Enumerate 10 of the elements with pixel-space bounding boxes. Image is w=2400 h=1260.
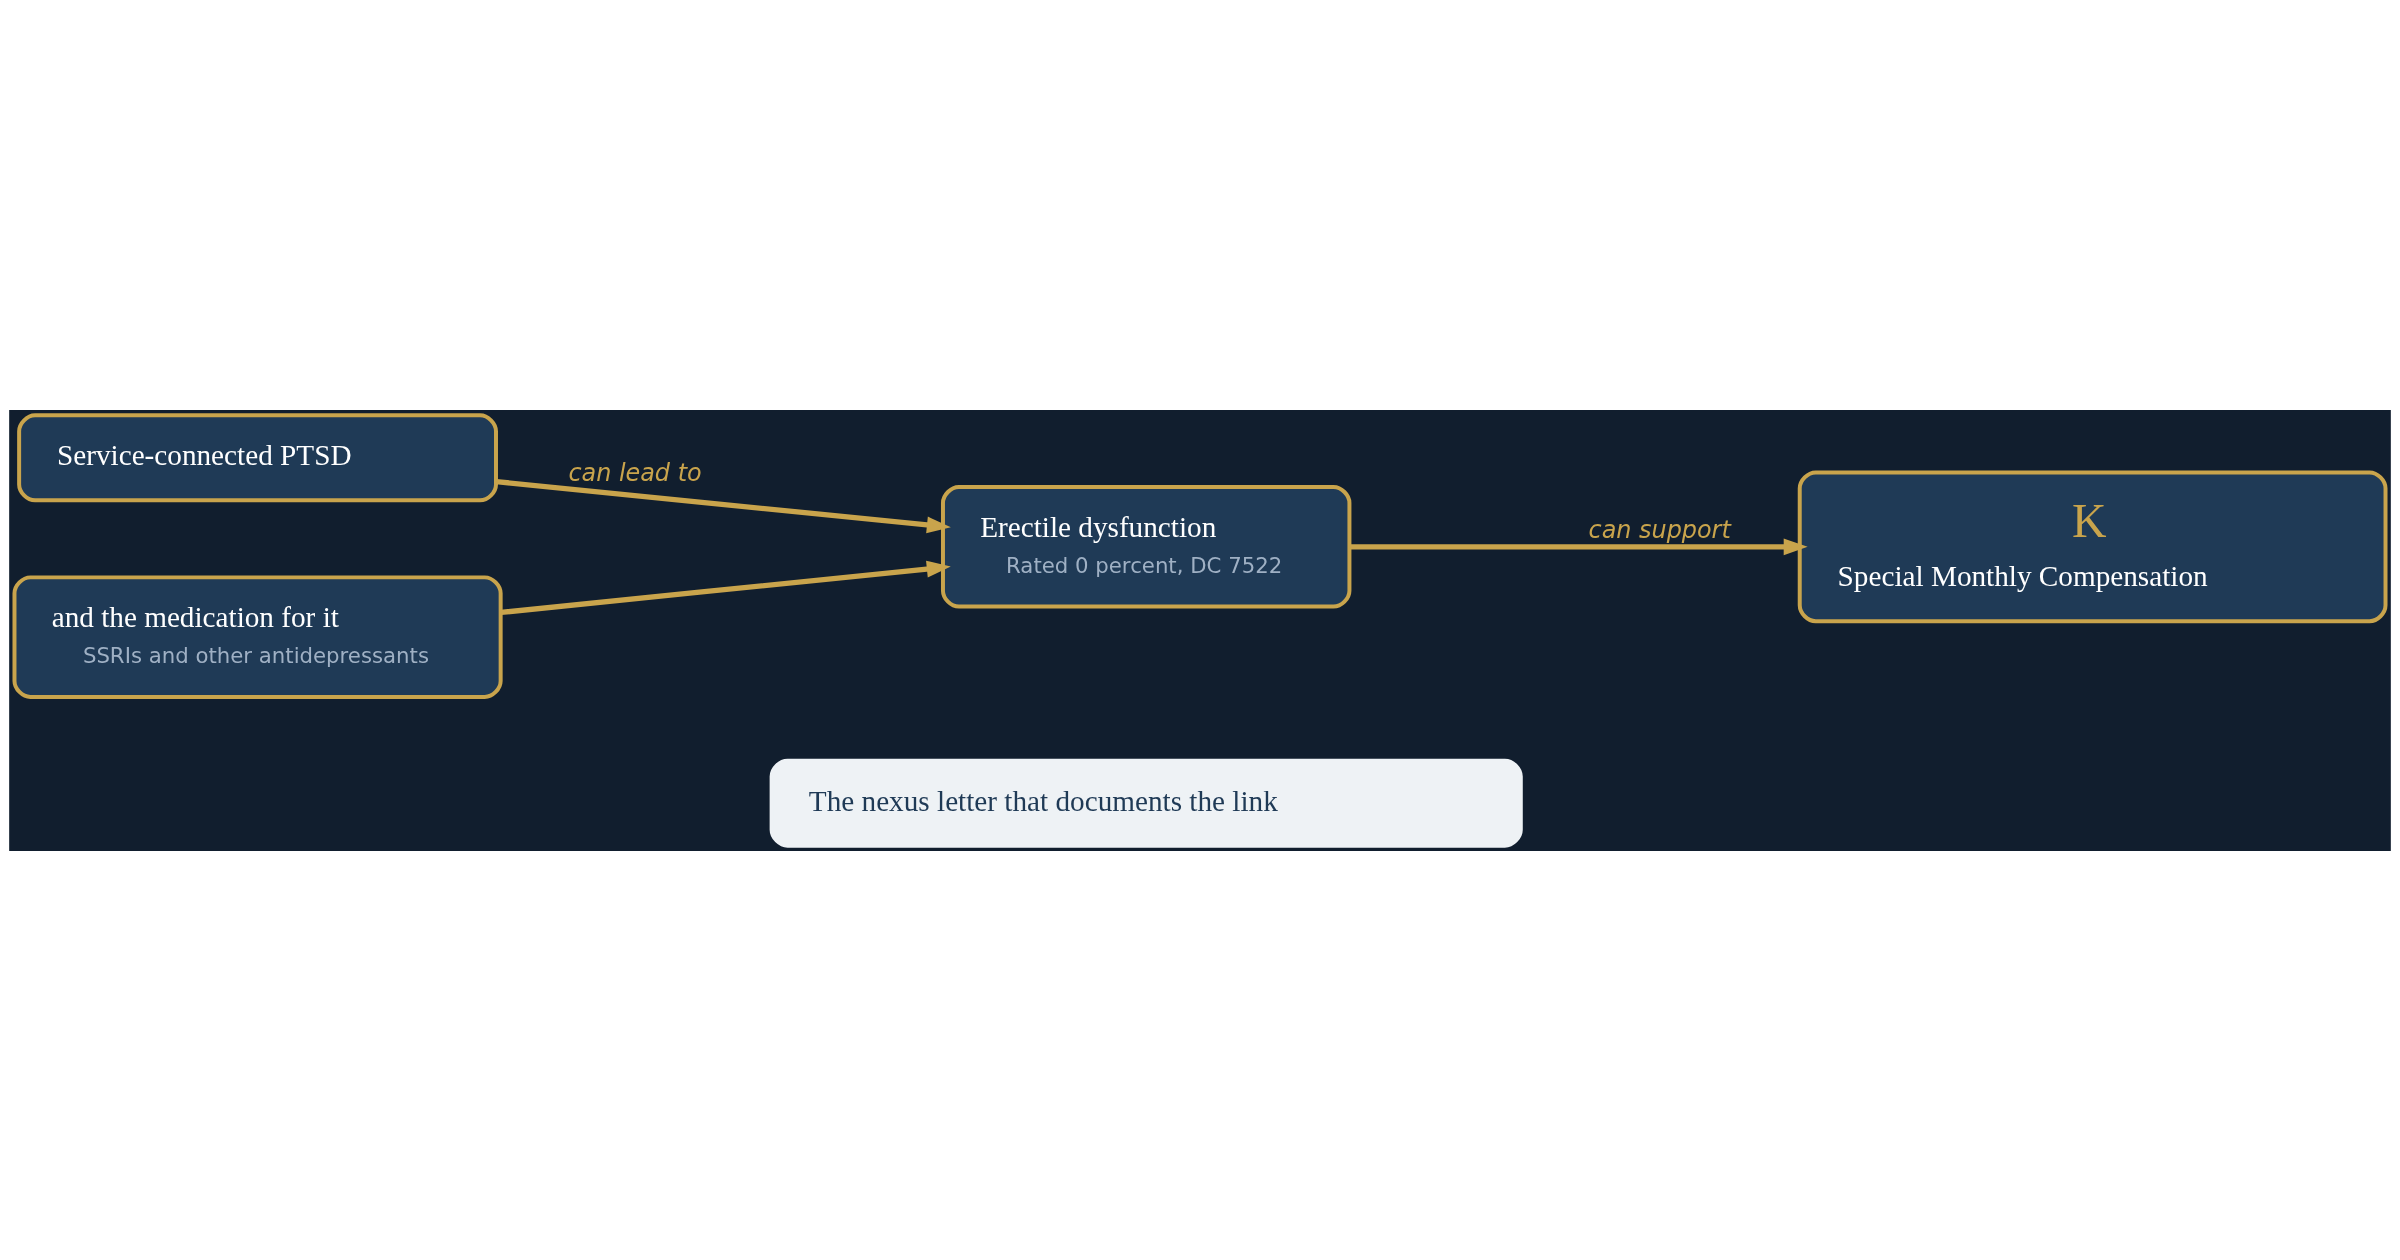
edge-label: can support	[1588, 515, 1731, 544]
node-box: K Special Monthly Compensation	[1797, 469, 2388, 623]
node-box: The nexus letter that documents the link	[769, 758, 1523, 848]
node-box: Erectile dysfunction Rated 0 percent, DC 7522	[941, 484, 1352, 609]
node-box: Service-connected PTSD	[17, 412, 498, 502]
arrow	[496, 478, 951, 533]
node-box: and the medication for it SSRIs and other antidepressants	[12, 574, 503, 699]
edge-label: can lead to	[568, 458, 702, 487]
arrow	[1350, 537, 1808, 555]
arrow	[500, 560, 951, 615]
